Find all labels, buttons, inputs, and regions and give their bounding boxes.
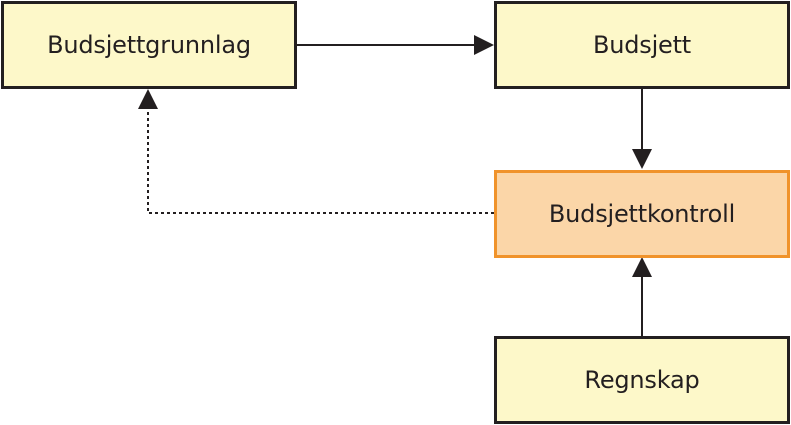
node-budsjettgrunnlag: Budsjettgrunnlag xyxy=(1,1,297,89)
node-regnskap: Regnskap xyxy=(494,336,790,424)
edge-budsjett-to-kontroll xyxy=(632,89,652,169)
edge-grunnlag-to-budsjett xyxy=(297,35,494,55)
edge-regnskap-to-kontroll xyxy=(632,257,652,336)
arrowhead-up-icon xyxy=(138,89,158,109)
node-budsjettkontroll: Budsjettkontroll xyxy=(494,170,790,258)
arrowhead-down-icon xyxy=(632,149,652,169)
node-label: Budsjettkontroll xyxy=(548,200,736,228)
node-label: Budsjettgrunnlag xyxy=(47,31,251,59)
arrowhead-right-icon xyxy=(474,35,494,55)
node-label: Regnskap xyxy=(584,366,700,394)
node-budsjett: Budsjett xyxy=(494,1,790,89)
arrowhead-up-icon xyxy=(632,257,652,277)
node-label: Budsjett xyxy=(592,31,692,59)
edge-kontroll-to-grunnlag xyxy=(138,89,494,214)
